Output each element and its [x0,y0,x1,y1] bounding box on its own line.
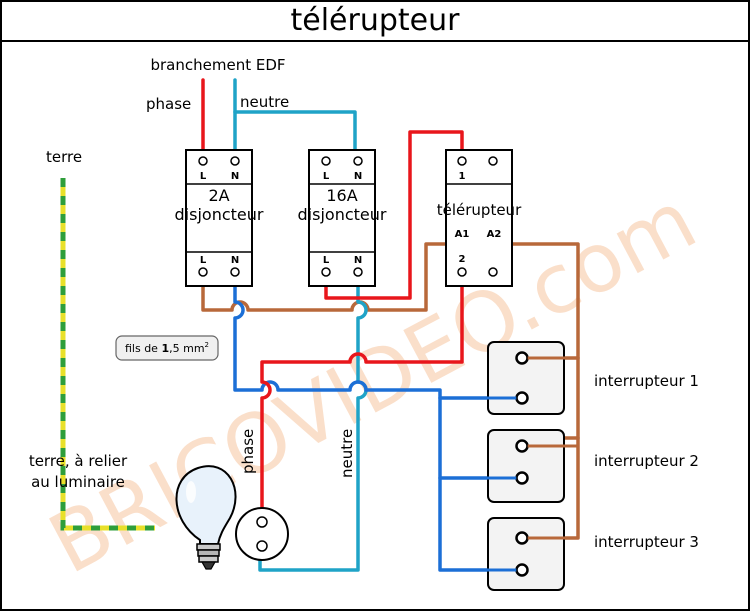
supply-label: branchement EDF [150,56,285,74]
breaker-name: disjoncteur [298,205,387,224]
terminal-label: N [231,255,239,266]
page-title: télérupteur [291,3,461,38]
switch-1 [487,341,565,415]
switch-3 [487,517,565,591]
terminal-icon [488,267,498,277]
wire-gauge-text: fils de 1,5 mm2 [125,341,209,355]
terminal-icon [230,267,240,277]
earth-label: terre [46,148,82,166]
terminal-icon [198,156,208,166]
phase-wires [201,78,464,522]
breaker-name: disjoncteur [175,205,264,224]
terminal-icon [488,156,498,166]
breaker-rating: 16A [326,186,357,205]
terminal-label: N [231,171,239,182]
terminal-label: L [200,171,207,182]
terminal-icon [321,156,331,166]
breaker-2a: L N L N 2A disjoncteur [175,149,264,287]
terminal-icon [353,156,363,166]
terminal-label: 2 [459,254,466,265]
terminal-label: N [354,255,362,266]
terminal-label: 1 [459,171,466,182]
earth-connect-label: terre, à relier [29,452,128,470]
phase-label-top: phase [146,95,191,113]
switch-wire-ends [440,352,578,576]
terminal-icon [321,267,331,277]
light-bulb-icon [175,465,237,570]
earth-connect-label: au luminaire [31,473,125,491]
terminal-label: N [354,171,362,182]
terminal-icon [256,540,268,552]
terminal-icon [457,156,467,166]
terminal-icon [457,267,467,277]
phase-label-vertical: phase [239,429,257,474]
wire-gauge-badge: fils de 1,5 mm2 [115,335,219,361]
switch-label: interrupteur 2 [594,452,699,470]
earth-wire [60,178,155,531]
terminal-icon [256,516,268,528]
breaker-16a: L N L N 16A disjoncteur [298,149,387,287]
terminal-label: L [323,171,330,182]
neutral-label-vertical: neutre [338,429,356,478]
remote-relay-module: 1 télérupteur A1 A2 2 [437,149,522,287]
terminal-label: L [200,255,207,266]
switch-label: interrupteur 1 [594,372,699,390]
relay-name: télérupteur [437,201,522,219]
terminal-label: A2 [487,229,502,240]
luminaire-connector [235,507,289,561]
terminal-label: L [323,255,330,266]
terminal-label: A1 [455,229,470,240]
switch-label: interrupteur 3 [594,533,699,551]
terminal-icon [230,156,240,166]
neutral-label-top: neutre [240,93,289,111]
terminal-icon [198,267,208,277]
breaker-rating: 2A [208,186,229,205]
switch-2 [487,429,565,503]
terminal-icon [353,267,363,277]
